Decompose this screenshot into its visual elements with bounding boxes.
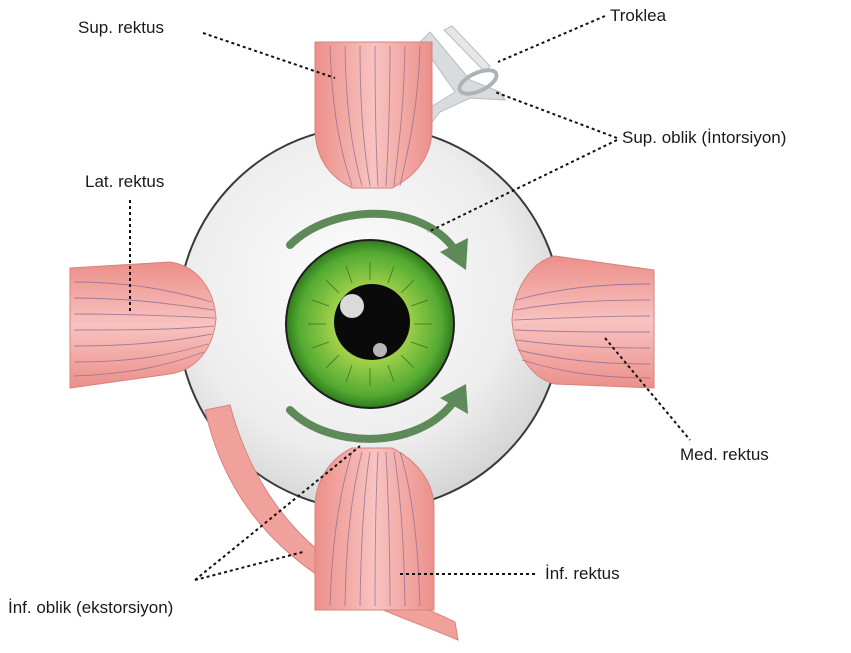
pupil-highlight-lower — [373, 343, 387, 357]
label-inf-rektus: İnf. rektus — [545, 564, 620, 584]
label-sup-rektus: Sup. rektus — [78, 18, 164, 38]
inferior-rectus-muscle — [315, 448, 434, 610]
medial-rectus-muscle — [512, 256, 654, 388]
leader-troklea — [498, 16, 605, 62]
label-lat-rektus: Lat. rektus — [85, 172, 164, 192]
pupil — [334, 284, 410, 360]
label-troklea: Troklea — [610, 6, 666, 26]
label-sup-oblik: Sup. oblik (İntorsiyon) — [622, 128, 786, 148]
superior-rectus-muscle — [315, 42, 432, 188]
superior-oblique-tendon — [420, 26, 505, 122]
leader-inf-oblik-muscle — [195, 552, 303, 580]
leader-sup-oblik-tendon — [495, 92, 617, 138]
label-med-rektus: Med. rektus — [680, 445, 769, 465]
label-inf-oblik: İnf. oblik (ekstorsiyon) — [8, 598, 173, 618]
pupil-highlight-upper — [340, 294, 364, 318]
